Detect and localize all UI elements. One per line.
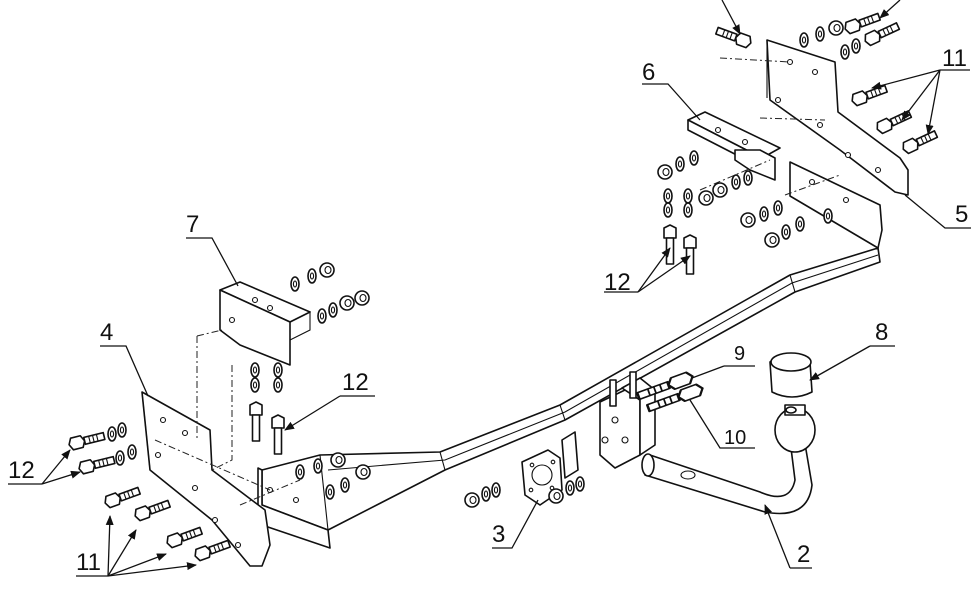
label-12-top: 12: [604, 269, 631, 296]
callout-11-bottom: 11: [76, 515, 197, 577]
label-4: 4: [100, 319, 113, 346]
callout-4: 4: [100, 319, 149, 397]
part-2-towball-arm: [641, 404, 816, 515]
callout-9: 9: [691, 343, 755, 379]
assembly-lines: [154, 57, 841, 506]
label-12-mid: 12: [342, 369, 369, 396]
label-5: 5: [955, 201, 968, 228]
label-12-left: 12: [8, 457, 35, 484]
callout-12-top: 12: [604, 247, 691, 296]
label-9: 9: [734, 343, 745, 365]
callout-10: 10: [689, 399, 755, 449]
callout-8: 8: [809, 319, 895, 381]
part-6-top-bracket: [687, 111, 781, 181]
towball-mount-plates: [599, 371, 656, 469]
label-11-bottom: 11: [76, 549, 101, 576]
label-11-top: 11: [942, 45, 967, 72]
part-4-left-plate: [141, 391, 271, 567]
callout-11-top: 11: [871, 45, 970, 135]
fasteners-part7: [249, 262, 370, 455]
crossbar-beam: [257, 161, 883, 549]
label-10: 10: [724, 427, 746, 449]
callout-3: 3: [492, 499, 539, 549]
callout-5: 5: [904, 194, 971, 229]
callout-12-left: 12: [8, 449, 81, 485]
label-2: 2: [797, 541, 810, 568]
part-7-left-bracket: [219, 281, 311, 366]
part-8-ball-cap: [769, 352, 813, 414]
callout-1: [721, 0, 901, 35]
callout-2: 2: [764, 504, 812, 569]
label-7: 7: [186, 211, 199, 238]
callout-7: 7: [186, 211, 239, 287]
callout-6: 6: [642, 59, 701, 121]
label-8: 8: [875, 319, 888, 346]
callout-12-mid: 12: [284, 369, 375, 431]
label-6: 6: [642, 59, 655, 86]
label-3: 3: [492, 521, 505, 548]
part-5-right-bracket: [766, 39, 909, 196]
